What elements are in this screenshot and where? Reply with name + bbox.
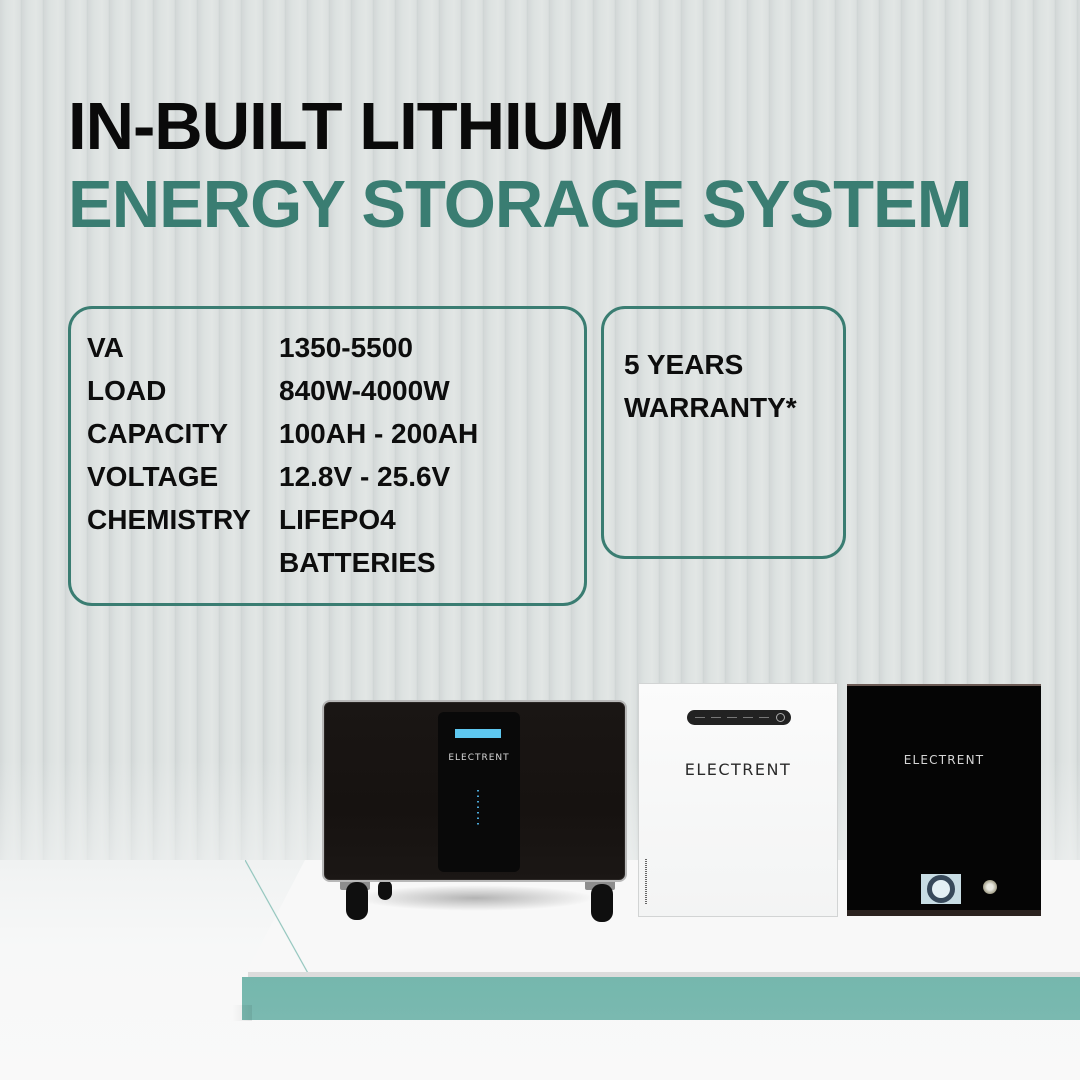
spec-row-load: LOAD 840W-4000W — [87, 375, 450, 407]
indicator-light-icon — [711, 717, 721, 718]
platform-lip — [248, 972, 1080, 978]
spec-row-capacity: CAPACITY 100AH - 200AH — [87, 418, 478, 450]
caster-wheel-icon — [378, 880, 392, 900]
spec-label: CAPACITY — [87, 418, 229, 449]
spec-label: CHEMISTRY — [87, 504, 251, 535]
product-floor-unit: ELECTRENT — [322, 700, 627, 882]
spec-row-chemistry-cont: BATTERIES — [87, 547, 436, 579]
caster-wheel-icon — [346, 882, 368, 920]
spec-value: 100AH - 200AH — [279, 418, 479, 449]
spec-row-va: VA 1350-5500 — [87, 332, 413, 364]
headline: IN-BUILT LITHIUM ENERGY STORAGE SYSTEM — [68, 88, 973, 244]
indicator-bar — [687, 710, 791, 725]
brand-logo: ELECTRENT — [448, 753, 510, 763]
spec-value: 1350-5500 — [279, 332, 413, 363]
platform-edge-line — [245, 860, 309, 975]
spec-label: VA — [87, 332, 124, 363]
led-indicator-icon — [477, 790, 479, 826]
spec-label: VOLTAGE — [87, 461, 219, 492]
front-panel: ELECTRENT — [438, 712, 520, 872]
indicator-light-icon — [743, 717, 753, 718]
headline-line-2: ENERGY STORAGE SYSTEM — [68, 167, 973, 242]
brand-logo: ELECTRENT — [903, 753, 985, 767]
warranty-text: 5 YEARS WARRANTY* — [624, 343, 797, 429]
spec-value: 840W-4000W — [279, 375, 450, 406]
spec-label — [87, 547, 279, 579]
side-label — [645, 859, 647, 905]
platform-shadow — [232, 1005, 252, 1021]
headline-line-1: IN-BUILT LITHIUM — [68, 89, 625, 164]
spec-label: LOAD — [87, 375, 167, 406]
spec-box: VA 1350-5500 LOAD 840W-4000W CAPACITY 10… — [68, 306, 587, 606]
product-white-wall-unit: ELECTRENT — [638, 683, 838, 917]
brand-logo: ELECTRENT — [684, 760, 792, 779]
power-knob-icon — [983, 880, 997, 894]
spec-value: 12.8V - 25.6V — [279, 461, 451, 492]
indicator-light-icon — [727, 717, 737, 718]
product-black-wall-unit: ELECTRENT — [847, 684, 1041, 916]
warranty-box: 5 YEARS WARRANTY* — [601, 306, 846, 559]
caster-wheel-icon — [591, 884, 613, 922]
gear-icon — [927, 875, 955, 903]
spec-value: LIFEPO4 — [279, 504, 396, 535]
lcd-display — [455, 729, 501, 738]
spec-row-voltage: VOLTAGE 12.8V - 25.6V — [87, 461, 450, 493]
indicator-light-icon — [695, 717, 705, 718]
display-platform-front — [242, 977, 1080, 1020]
unit-shadow — [355, 885, 595, 911]
spec-value: BATTERIES — [279, 547, 436, 578]
status-display — [921, 874, 961, 904]
spec-row-chemistry: CHEMISTRY LIFEPO4 — [87, 504, 396, 536]
warranty-line-1: 5 YEARS — [624, 349, 744, 380]
warranty-line-2: WARRANTY* — [624, 392, 797, 423]
power-icon — [776, 713, 785, 722]
indicator-light-icon — [759, 717, 769, 718]
